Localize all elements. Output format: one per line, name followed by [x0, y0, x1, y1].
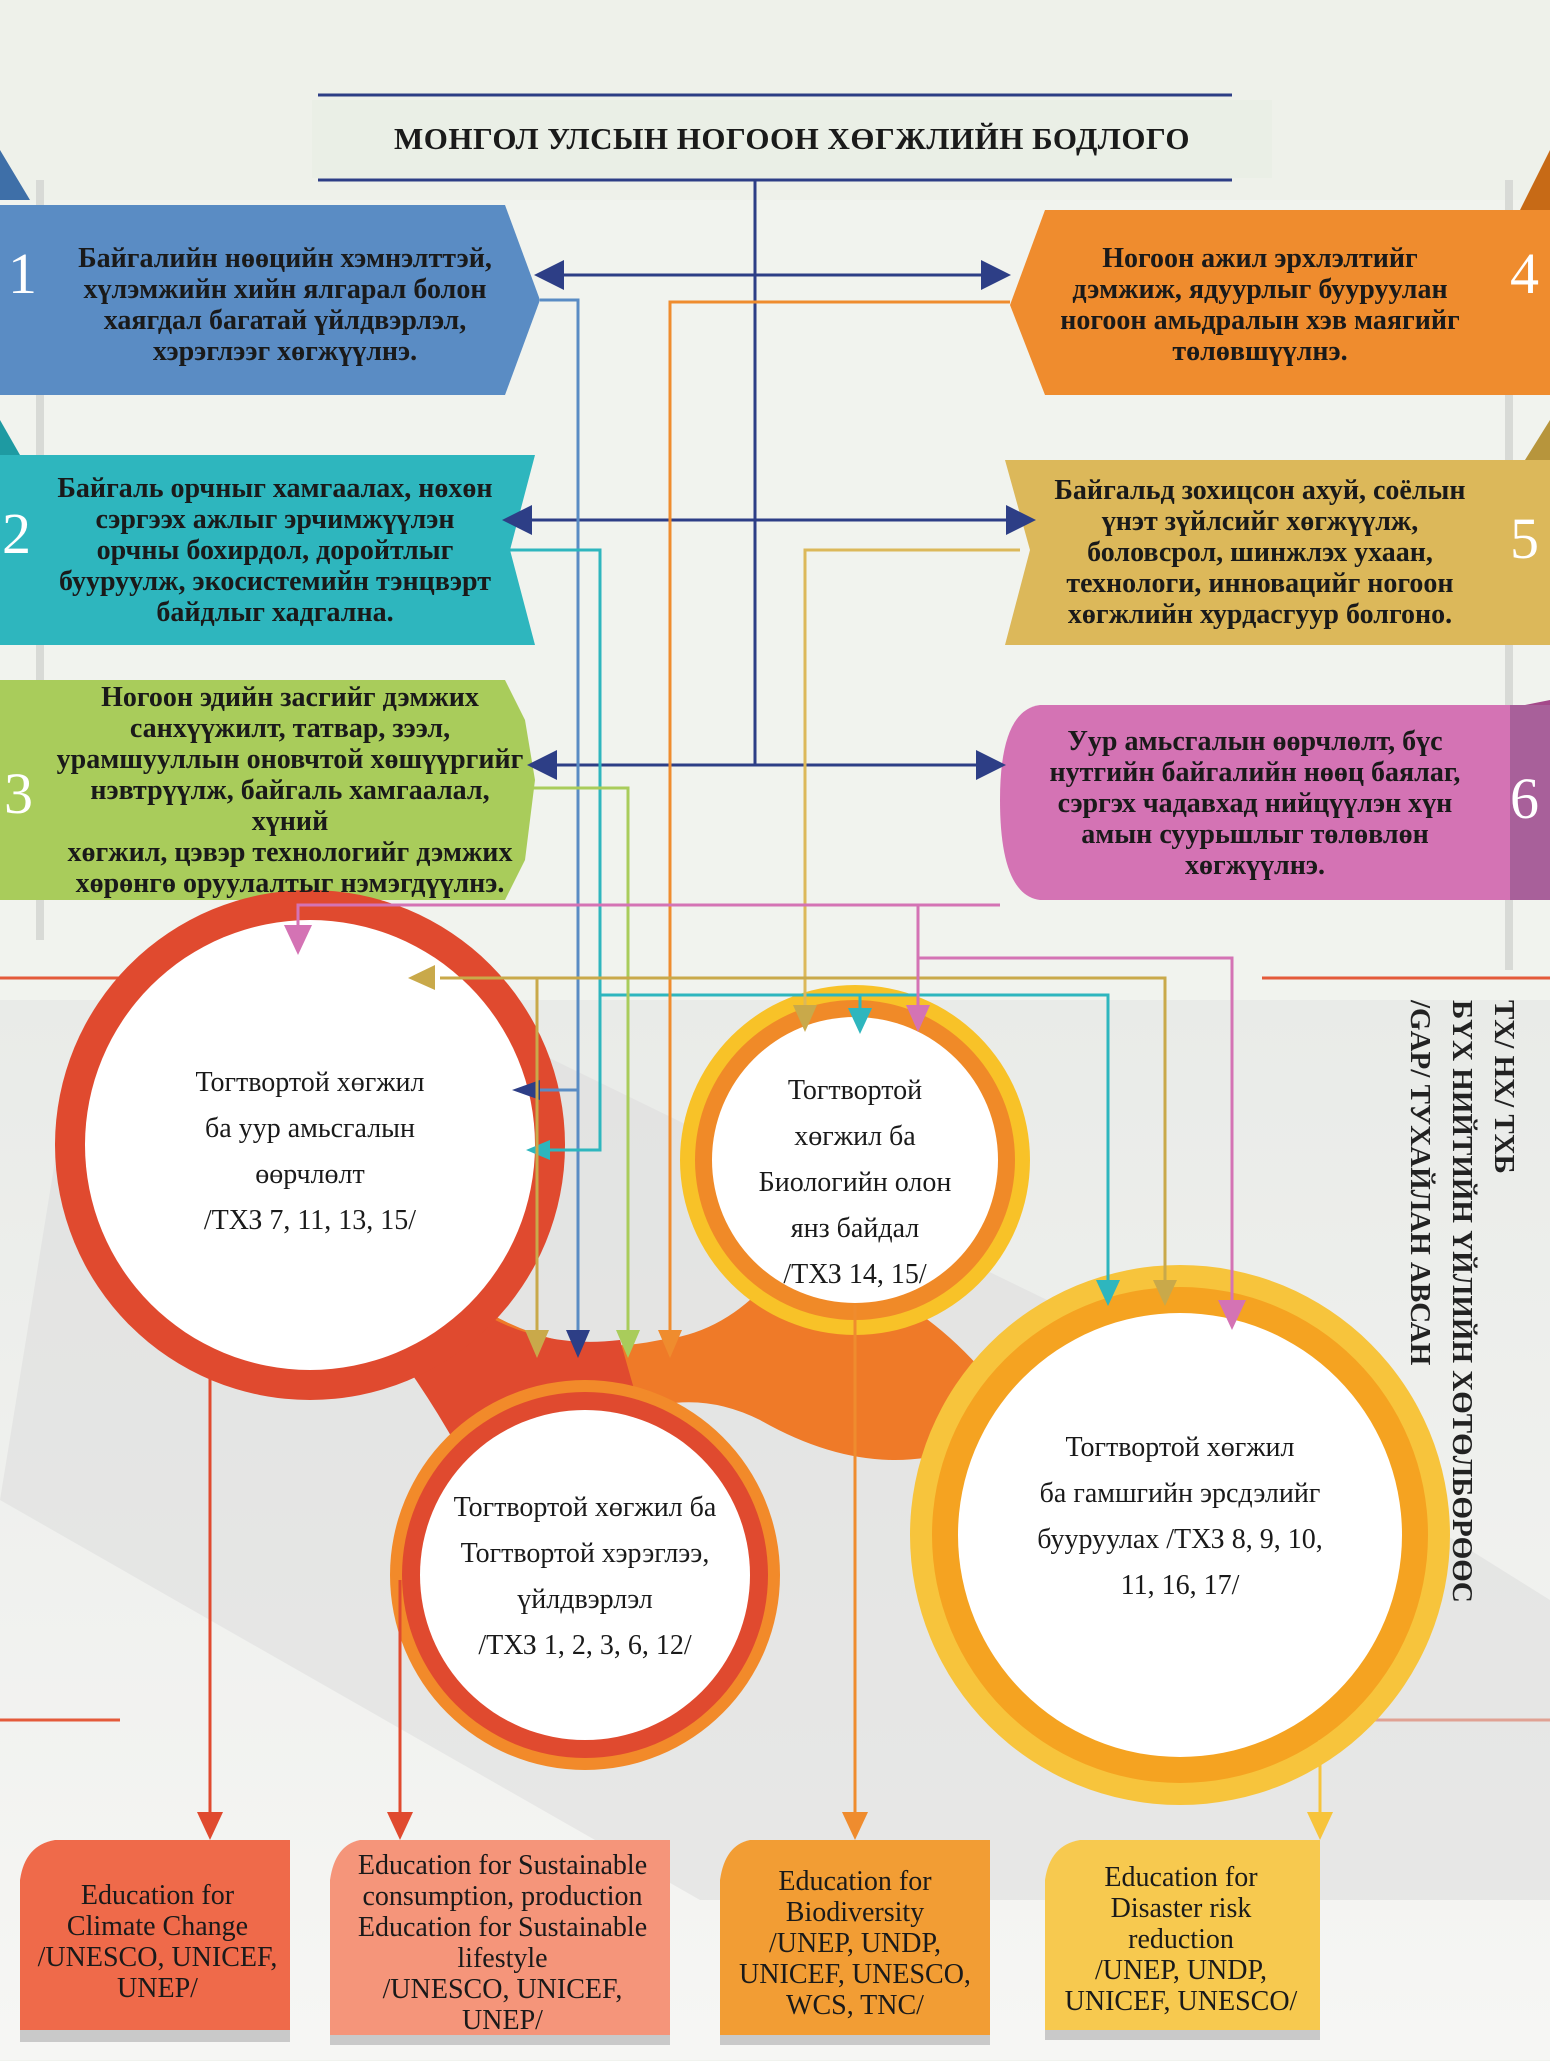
- ribbon-goal-4: [1010, 150, 1550, 395]
- circle-climate: [55, 890, 565, 1400]
- circle-consumption: [390, 1380, 780, 1770]
- side-note: ТХ/ НХ/ ТХБ БҮХ НИЙТИЙН ҮЙЛИЙН ХӨТӨЛБӨРӨ…: [1404, 1000, 1520, 1603]
- education-card-2: Education for Sustainable consumption, p…: [357, 1850, 648, 2036]
- goal-text-6: Уур амьсгалын өөрчлөлт, бүс нутгийн байг…: [1049, 725, 1461, 881]
- goal-number-6: 6: [1510, 766, 1539, 831]
- goal-number-3: 3: [4, 761, 33, 826]
- goal-text-2: Байгаль орчныг хамгаалах, нөхөн сэргээх …: [57, 472, 493, 628]
- ribbon-goal-2: [0, 420, 535, 645]
- goal-number-1: 1: [8, 241, 37, 306]
- connector-goal-6: [296, 903, 1000, 925]
- circle-text-disaster: Тогтвортой хөгжил ба гамшгийн эрсдэлийг …: [1037, 1432, 1323, 1601]
- education-card-1: Education for Climate Change /UNESCO, UN…: [37, 1880, 278, 2004]
- goal-text-1: Байгалийн нөөцийн хэмнэлттэй, хүлэмжийн …: [78, 243, 492, 367]
- ribbon-goal-1: [0, 150, 540, 395]
- circle-biodiversity: [680, 985, 1030, 1335]
- goal-number-2: 2: [2, 501, 31, 566]
- education-card-3: Education for Biodiversity /UNEP, UNDP, …: [739, 1866, 971, 2021]
- connector-goal-5: [803, 548, 1020, 1005]
- goal-text-5: Байгальд зохицсон ахуй, соёлын үнэт зүйл…: [1054, 474, 1466, 630]
- circle-text-consumption: Тогтвортой хөгжил ба Тогтвортой хэрэглээ…: [453, 1492, 717, 1661]
- connector-goal-1: [540, 298, 580, 1330]
- ribbon-goal-3: [0, 680, 535, 900]
- goal-number-5: 5: [1510, 506, 1539, 571]
- goal-text-3: Ногоон эдийн засгийг дэмжих санхүүжилт, …: [56, 681, 524, 899]
- education-card-1-shape: [20, 1840, 290, 2042]
- ribbon-goal-6: [1000, 700, 1550, 900]
- goal-text-4: Ногоон ажил эрхлэлтийг дэмжиж, ядуурлыг …: [1060, 243, 1460, 367]
- connector-goal-3: [533, 786, 630, 1330]
- circle-text-biodiversity: Тогтвортой хөгжил ба Биологийн олон янз …: [758, 1075, 952, 1290]
- education-card-4-shape: [1045, 1840, 1320, 2040]
- connector-goal-4: [668, 300, 1010, 1330]
- goal-number-4: 4: [1510, 241, 1539, 306]
- circle-disaster: [910, 1265, 1450, 1805]
- education-card-2-shape: [330, 1840, 670, 2045]
- page-title: МОНГОЛ УЛСЫН НОГООН ХӨГЖЛИЙН БОДЛОГО: [312, 100, 1272, 178]
- ribbon-goal-5: [1005, 420, 1550, 645]
- education-card-3-shape: [720, 1840, 990, 2045]
- education-card-4: Education for Disaster risk reduction /U…: [1064, 1862, 1298, 2017]
- circle-text-climate: Тогтвортой хөгжил ба уур амьсгалын өөрчл…: [195, 1067, 425, 1236]
- connector-goal-2: [508, 548, 602, 1152]
